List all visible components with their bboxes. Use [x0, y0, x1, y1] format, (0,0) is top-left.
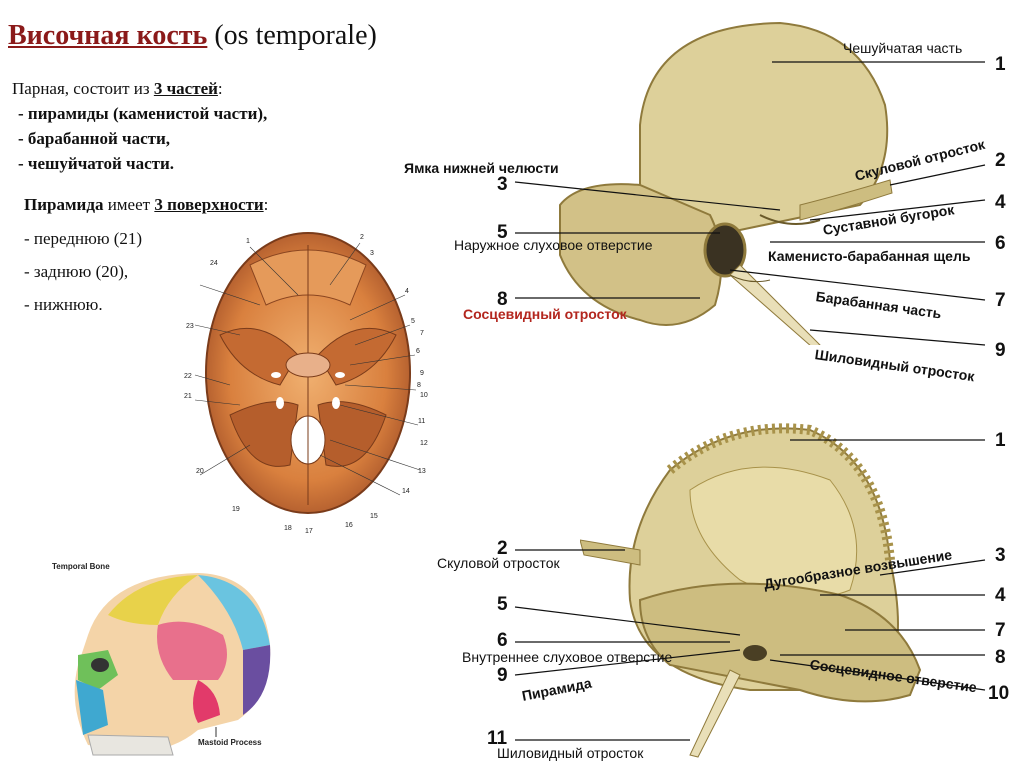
surface-inferior: - нижнюю.: [24, 295, 103, 314]
inset-caption: Mastoid Process: [198, 738, 262, 747]
sb-num-16: 16: [345, 522, 353, 529]
part-pyramid: - пирамиды (каменистой части),: [18, 104, 268, 123]
outer-label-external-acoustic: Наружное слуховое отверстие: [454, 237, 653, 253]
inner-label-styloid: Шиловидный отросток: [497, 745, 644, 761]
surface-posterior: - заднюю (20),: [24, 262, 129, 281]
temporal-bone-outer-view: [559, 21, 893, 345]
sb-num-13: 13: [418, 468, 426, 475]
inner-num-4: 4: [995, 585, 1006, 606]
inner-num-8: 8: [995, 647, 1006, 668]
sb-num-3: 3: [370, 250, 374, 257]
inner-num-2: 2: [497, 538, 508, 559]
outer-num-9: 9: [995, 340, 1006, 361]
outer-num-7: 7: [995, 290, 1006, 311]
sb-num-12: 12: [420, 440, 428, 447]
sb-num-17: 17: [305, 528, 313, 535]
sb-num-19: 19: [232, 506, 240, 513]
outer-label-mandibular-fossa: Ямка нижней челюсти: [404, 160, 559, 176]
outer-num-2: 2: [995, 150, 1006, 171]
inner-num-10: 10: [988, 683, 1010, 704]
outer-label-petrotympanic: Каменисто-барабанная щель: [768, 248, 971, 264]
sb-num-7: 7: [420, 330, 424, 337]
sb-num-9: 9: [420, 370, 424, 377]
sb-num-2: 2: [360, 234, 364, 241]
intro-line1: Парная, состоит из 3 частей:: [12, 79, 223, 98]
sb-num-8: 8: [417, 382, 421, 389]
outer-num-4: 4: [995, 192, 1006, 213]
inner-num-9: 9: [497, 665, 508, 686]
inner-num-11: 11: [487, 728, 508, 749]
sb-num-22: 22: [184, 373, 192, 380]
sb-num-11: 11: [418, 418, 425, 425]
page-title: Височная кость (os temporale): [8, 20, 377, 52]
inner-num-1: 1: [995, 430, 1006, 451]
inner-num-3: 3: [995, 545, 1006, 566]
inner-label-internal-acoustic: Внутреннее слуховое отверстие: [462, 649, 673, 665]
sb-num-5: 5: [411, 318, 415, 325]
title-main: Височная кость: [8, 20, 208, 51]
sb-num-10: 10: [420, 392, 428, 399]
outer-num-8: 8: [497, 289, 508, 310]
pyramid-intro: Пирамида имеет 3 поверхности:: [24, 195, 269, 214]
sb-num-15: 15: [370, 513, 378, 520]
part-squamous: - чешуйчатой части.: [18, 154, 175, 173]
sb-num-4: 4: [405, 288, 409, 295]
outer-label-mastoid: Сосцевидный отросток: [463, 306, 627, 322]
temporal-bone-inner-view: [580, 423, 922, 758]
inset-title: Temporal Bone: [52, 562, 110, 571]
inner-num-5: 5: [497, 594, 508, 615]
temporal-bone-inset: Temporal Bone Mastoid Process: [48, 555, 288, 760]
outer-num-3: 3: [497, 174, 508, 195]
inner-label-zygomatic: Скуловой отросток: [437, 555, 560, 571]
sb-num-21: 21: [184, 393, 192, 400]
intro-block: Парная, состоит из 3 частей: - пирамиды …: [12, 76, 267, 176]
sb-num-24: 24: [210, 260, 218, 267]
surface-anterior: - переднюю (21): [24, 229, 143, 248]
sb-num-6: 6: [416, 348, 420, 355]
outer-num-1: 1: [995, 54, 1006, 75]
title-latin: (os temporale): [214, 20, 377, 51]
outer-num-6: 6: [995, 233, 1006, 254]
outer-num-5: 5: [497, 222, 508, 243]
inner-num-7: 7: [995, 620, 1006, 641]
sb-num-20: 20: [196, 468, 204, 475]
outer-label-squamous: Чешуйчатая часть: [843, 40, 963, 56]
sb-num-18: 18: [284, 525, 292, 532]
part-tympanic: - барабанной части,: [18, 129, 171, 148]
skull-base-illustration: 1 2 3 4 5 6 7 8 9 10 11 12 13 14 15 16 1…: [184, 232, 428, 535]
sb-num-1: 1: [246, 238, 250, 245]
sb-num-23: 23: [186, 323, 194, 330]
sb-num-14: 14: [402, 488, 410, 495]
inner-num-6: 6: [497, 630, 508, 651]
